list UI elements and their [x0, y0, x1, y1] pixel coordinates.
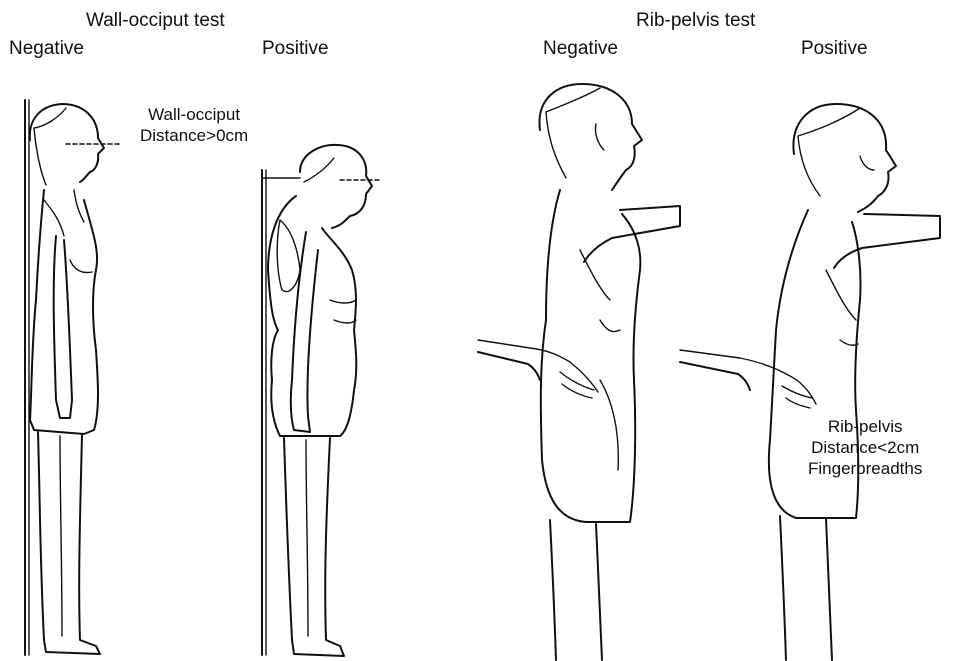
- rib-negative-figure: [478, 84, 680, 660]
- wall-positive-figure: [262, 145, 380, 656]
- rib-positive-figure: [680, 104, 940, 660]
- wall-negative-figure: [25, 100, 120, 655]
